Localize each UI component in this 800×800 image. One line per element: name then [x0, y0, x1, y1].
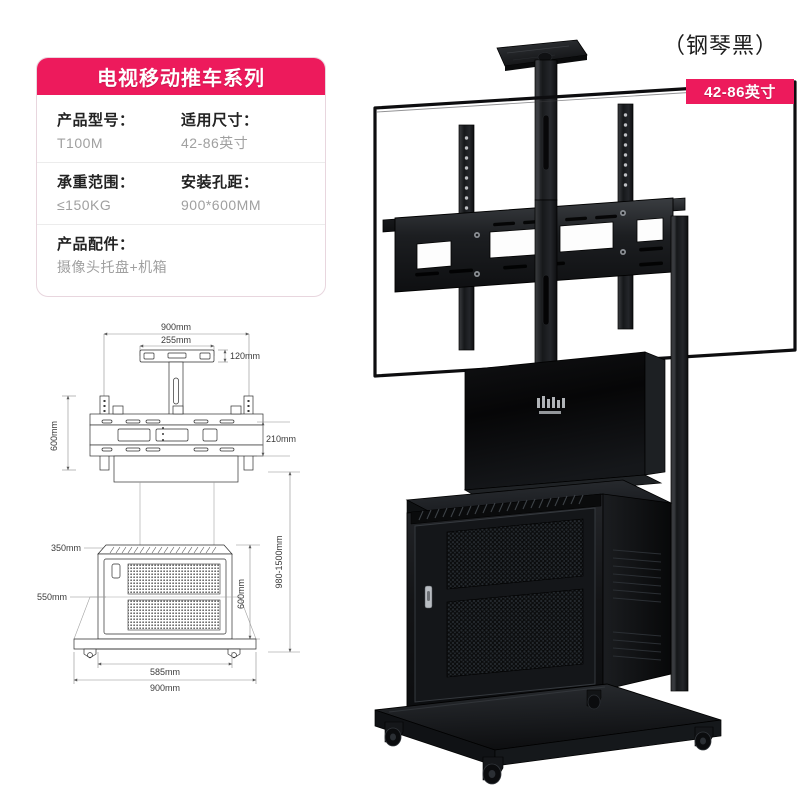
- dim-tray-depth: 120mm: [230, 351, 260, 361]
- spec-cell: 适用尺寸： 42-86英寸: [181, 110, 305, 154]
- spec-cell: 承重范围： ≤150KG: [57, 172, 181, 216]
- spec-value: ≤150KG: [57, 197, 112, 213]
- spec-cell: 产品型号： T100M: [57, 110, 181, 154]
- locking-casters: [384, 689, 714, 785]
- dim-base-depth: 550mm: [37, 592, 67, 602]
- product-photo: [355, 20, 800, 795]
- caster: [482, 756, 504, 785]
- color-variant-caption: （钢琴黑）: [662, 33, 778, 58]
- caster: [384, 721, 404, 747]
- size-range-badge-label: 42-86英寸: [704, 84, 776, 101]
- dim-cabinet-height: 600mm: [236, 579, 246, 609]
- spec-row: 产品配件： 摄像头托盘+机箱: [37, 225, 325, 286]
- spec-cell: 产品配件： 摄像头托盘+机箱: [57, 234, 305, 278]
- dim-bracket-offset: 210mm: [266, 434, 296, 444]
- tv-mount-bracket: [382, 103, 686, 351]
- spec-value: 42-86英寸: [181, 135, 249, 151]
- spec-row: 产品型号： T100M 适用尺寸： 42-86英寸: [37, 101, 325, 163]
- spec-label: 适用尺寸：: [181, 112, 259, 129]
- equipment-cabinet: [405, 479, 673, 711]
- dim-base-width: 900mm: [150, 683, 180, 693]
- spec-cell: 安装孔距： 900*600MM: [181, 172, 305, 216]
- cabinet-lock-icon: [424, 585, 433, 609]
- brand-logo-icon: [537, 396, 565, 414]
- dim-height-range: 980-1500mm: [274, 535, 284, 588]
- size-range-badge: 42-86英寸: [686, 79, 794, 104]
- vertical-post-lower: [534, 199, 558, 381]
- dim-top-width: 900mm: [161, 322, 191, 332]
- caster: [586, 689, 602, 710]
- vertical-post-upper: [534, 59, 558, 201]
- spec-label: 产品型号：: [57, 112, 135, 129]
- dim-cabinet-depth: 350mm: [51, 543, 81, 553]
- spec-label: 安装孔距：: [181, 174, 259, 191]
- spec-card-header: 电视移动推车系列: [37, 58, 325, 95]
- dim-cabinet-width: 585mm: [150, 667, 180, 677]
- right-support-post: [670, 215, 689, 692]
- technical-line-drawing: 900mm 255mm 120mm: [28, 312, 328, 693]
- spec-value: 900*600MM: [181, 197, 261, 213]
- spec-card-body: 产品型号： T100M 适用尺寸： 42-86英寸 承重范围： ≤150KG 安…: [37, 95, 325, 296]
- brand-panel: [463, 351, 666, 500]
- spec-label: 承重范围：: [57, 174, 135, 191]
- base-plate: [374, 683, 722, 767]
- caster: [694, 726, 714, 751]
- spec-value: 摄像头托盘+机箱: [57, 259, 168, 275]
- spec-row: 承重范围： ≤150KG 安装孔距： 900*600MM: [37, 163, 325, 225]
- spec-label: 产品配件：: [57, 236, 135, 253]
- specification-card: 电视移动推车系列 产品型号： T100M 适用尺寸： 42-86英寸 承重范围：…: [36, 57, 326, 297]
- dim-bracket-height: 600mm: [49, 421, 59, 451]
- spec-value: T100M: [57, 135, 104, 151]
- spec-card-title: 电视移动推车系列: [97, 68, 265, 90]
- dim-tray-width: 255mm: [161, 335, 191, 345]
